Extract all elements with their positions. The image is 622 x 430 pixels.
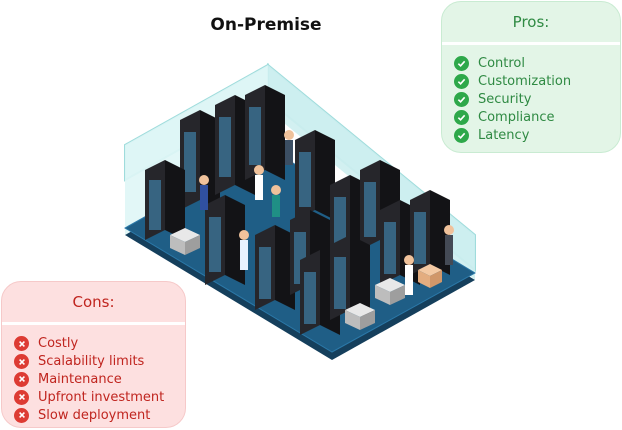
technician-figure [444,225,454,265]
check-circle-icon [454,74,469,90]
x-circle-icon [14,407,29,423]
technician-figure [254,165,264,200]
cons-divider [2,322,185,325]
cons-card: Cons: Costly Scalability limits Maintena… [1,281,186,428]
pros-item-label: Compliance [478,109,555,125]
cons-item: Upfront investment [14,388,185,406]
cons-item: Slow deployment [14,406,185,424]
server-rack [295,130,335,220]
pros-heading: Pros: [512,13,550,31]
x-circle-icon [14,336,29,352]
technician-figure [404,255,414,295]
check-circle-icon [454,127,469,143]
cons-item-label: Costly [38,336,79,352]
pros-item-label: Latency [478,127,530,143]
server-racks [145,85,450,335]
pros-item-label: Customization [478,74,572,90]
technician-figure [199,175,209,210]
server-rack [205,195,245,285]
pros-item: Latency [454,126,620,144]
x-circle-icon [14,354,29,370]
pros-item-label: Control [478,56,525,72]
pros-card: Pros: Control Customization Security Com… [441,1,621,153]
cons-heading: Cons: [72,293,115,311]
server-rack [410,190,450,275]
check-circle-icon [454,56,469,72]
cons-item: Costly [14,335,185,353]
server-rack [255,225,295,310]
technician-figures [199,130,454,295]
cons-item: Maintenance [14,371,185,389]
server-rack [330,235,370,320]
cons-item-label: Slow deployment [38,407,151,423]
diagram-title: On-Premise [210,15,322,35]
cons-list: Costly Scalability limits Maintenance Up… [2,325,185,424]
cons-item-label: Upfront investment [38,389,165,405]
check-circle-icon [454,91,469,107]
pros-item: Security [454,91,620,109]
pros-list: Control Customization Security Complianc… [442,45,620,144]
cons-item-label: Scalability limits [38,354,145,370]
technician-figure [271,185,281,217]
pros-item-label: Security [478,91,532,107]
pros-divider [442,42,620,45]
pros-item: Compliance [454,108,620,126]
cons-item-label: Maintenance [38,371,122,387]
server-room-illustration [124,62,476,360]
technician-figure [239,230,249,270]
server-rack [245,85,285,180]
technician-figure [284,130,294,165]
x-circle-icon [14,389,29,405]
check-circle-icon [454,109,469,125]
server-rack [145,160,185,240]
pros-item: Control [454,55,620,73]
x-circle-icon [14,371,29,387]
pros-item: Customization [454,73,620,91]
cons-item: Scalability limits [14,353,185,371]
equipment-boxes [170,228,442,330]
